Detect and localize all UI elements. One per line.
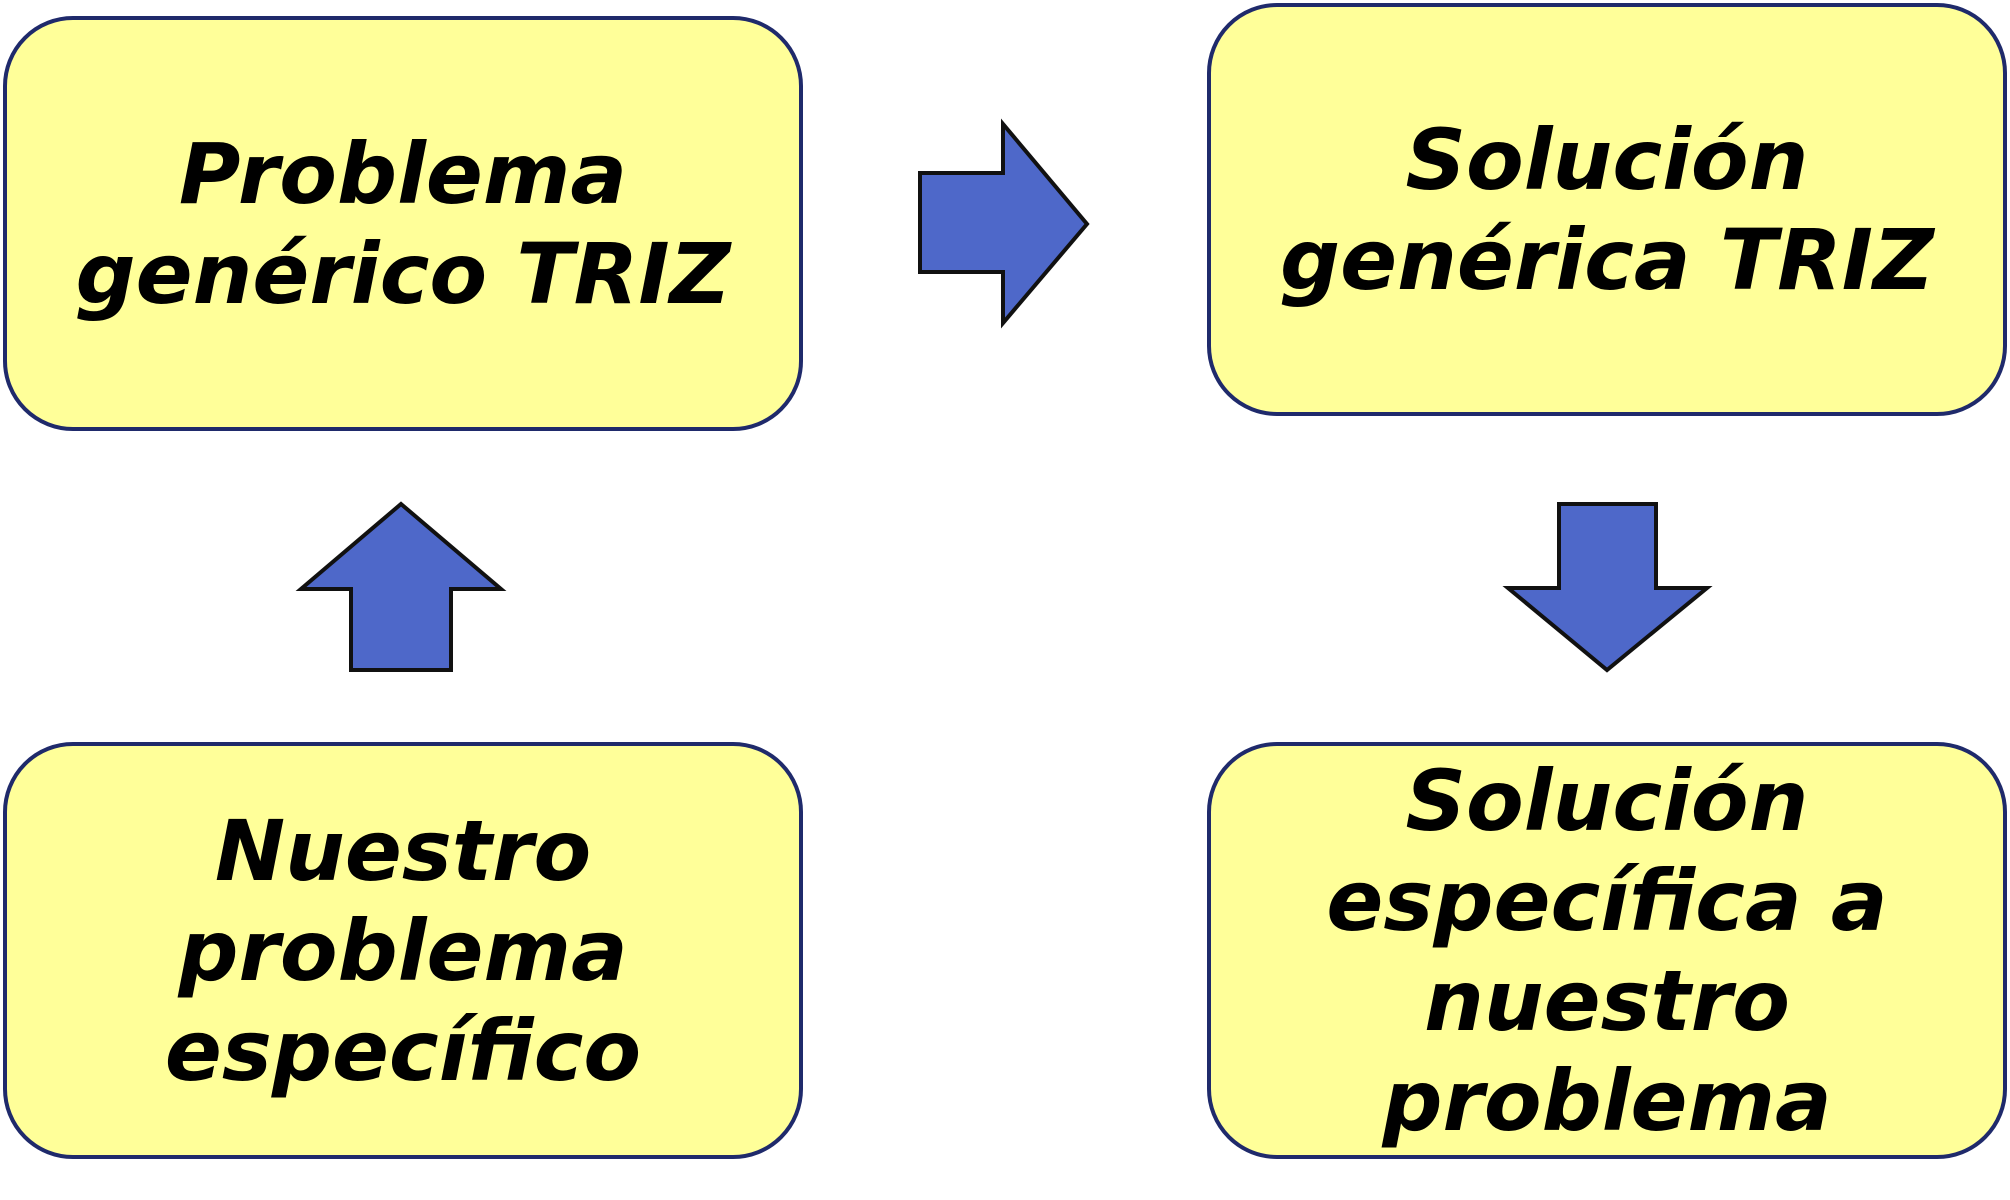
box-text-line: nuestro	[1424, 951, 1790, 1050]
box-text-line: Solución	[1405, 110, 1809, 209]
specific-solution-box: Solución específica a nuestro problema	[1207, 742, 2007, 1159]
box-text-line: genérico TRIZ	[75, 224, 731, 323]
box-text-line: específico	[164, 1001, 642, 1100]
box-text-line: Nuestro	[214, 801, 592, 900]
down-arrow-icon	[1502, 502, 1713, 673]
box-text-line: Solución	[1405, 751, 1809, 850]
box-text-line: problema	[1382, 1051, 1832, 1150]
right-arrow-icon	[918, 118, 1090, 329]
box-text-line: Problema	[178, 124, 628, 223]
box-text-line: problema	[178, 901, 628, 1000]
generic-triz-problem-box: Problema genérico TRIZ	[3, 16, 803, 431]
up-arrow-icon	[295, 501, 507, 672]
box-text-line: específica a	[1326, 851, 1888, 950]
generic-triz-solution-box: Solución genérica TRIZ	[1207, 3, 2007, 416]
box-text-line: genérica TRIZ	[1280, 210, 1934, 309]
specific-problem-box: Nuestro problema específico	[3, 742, 803, 1159]
